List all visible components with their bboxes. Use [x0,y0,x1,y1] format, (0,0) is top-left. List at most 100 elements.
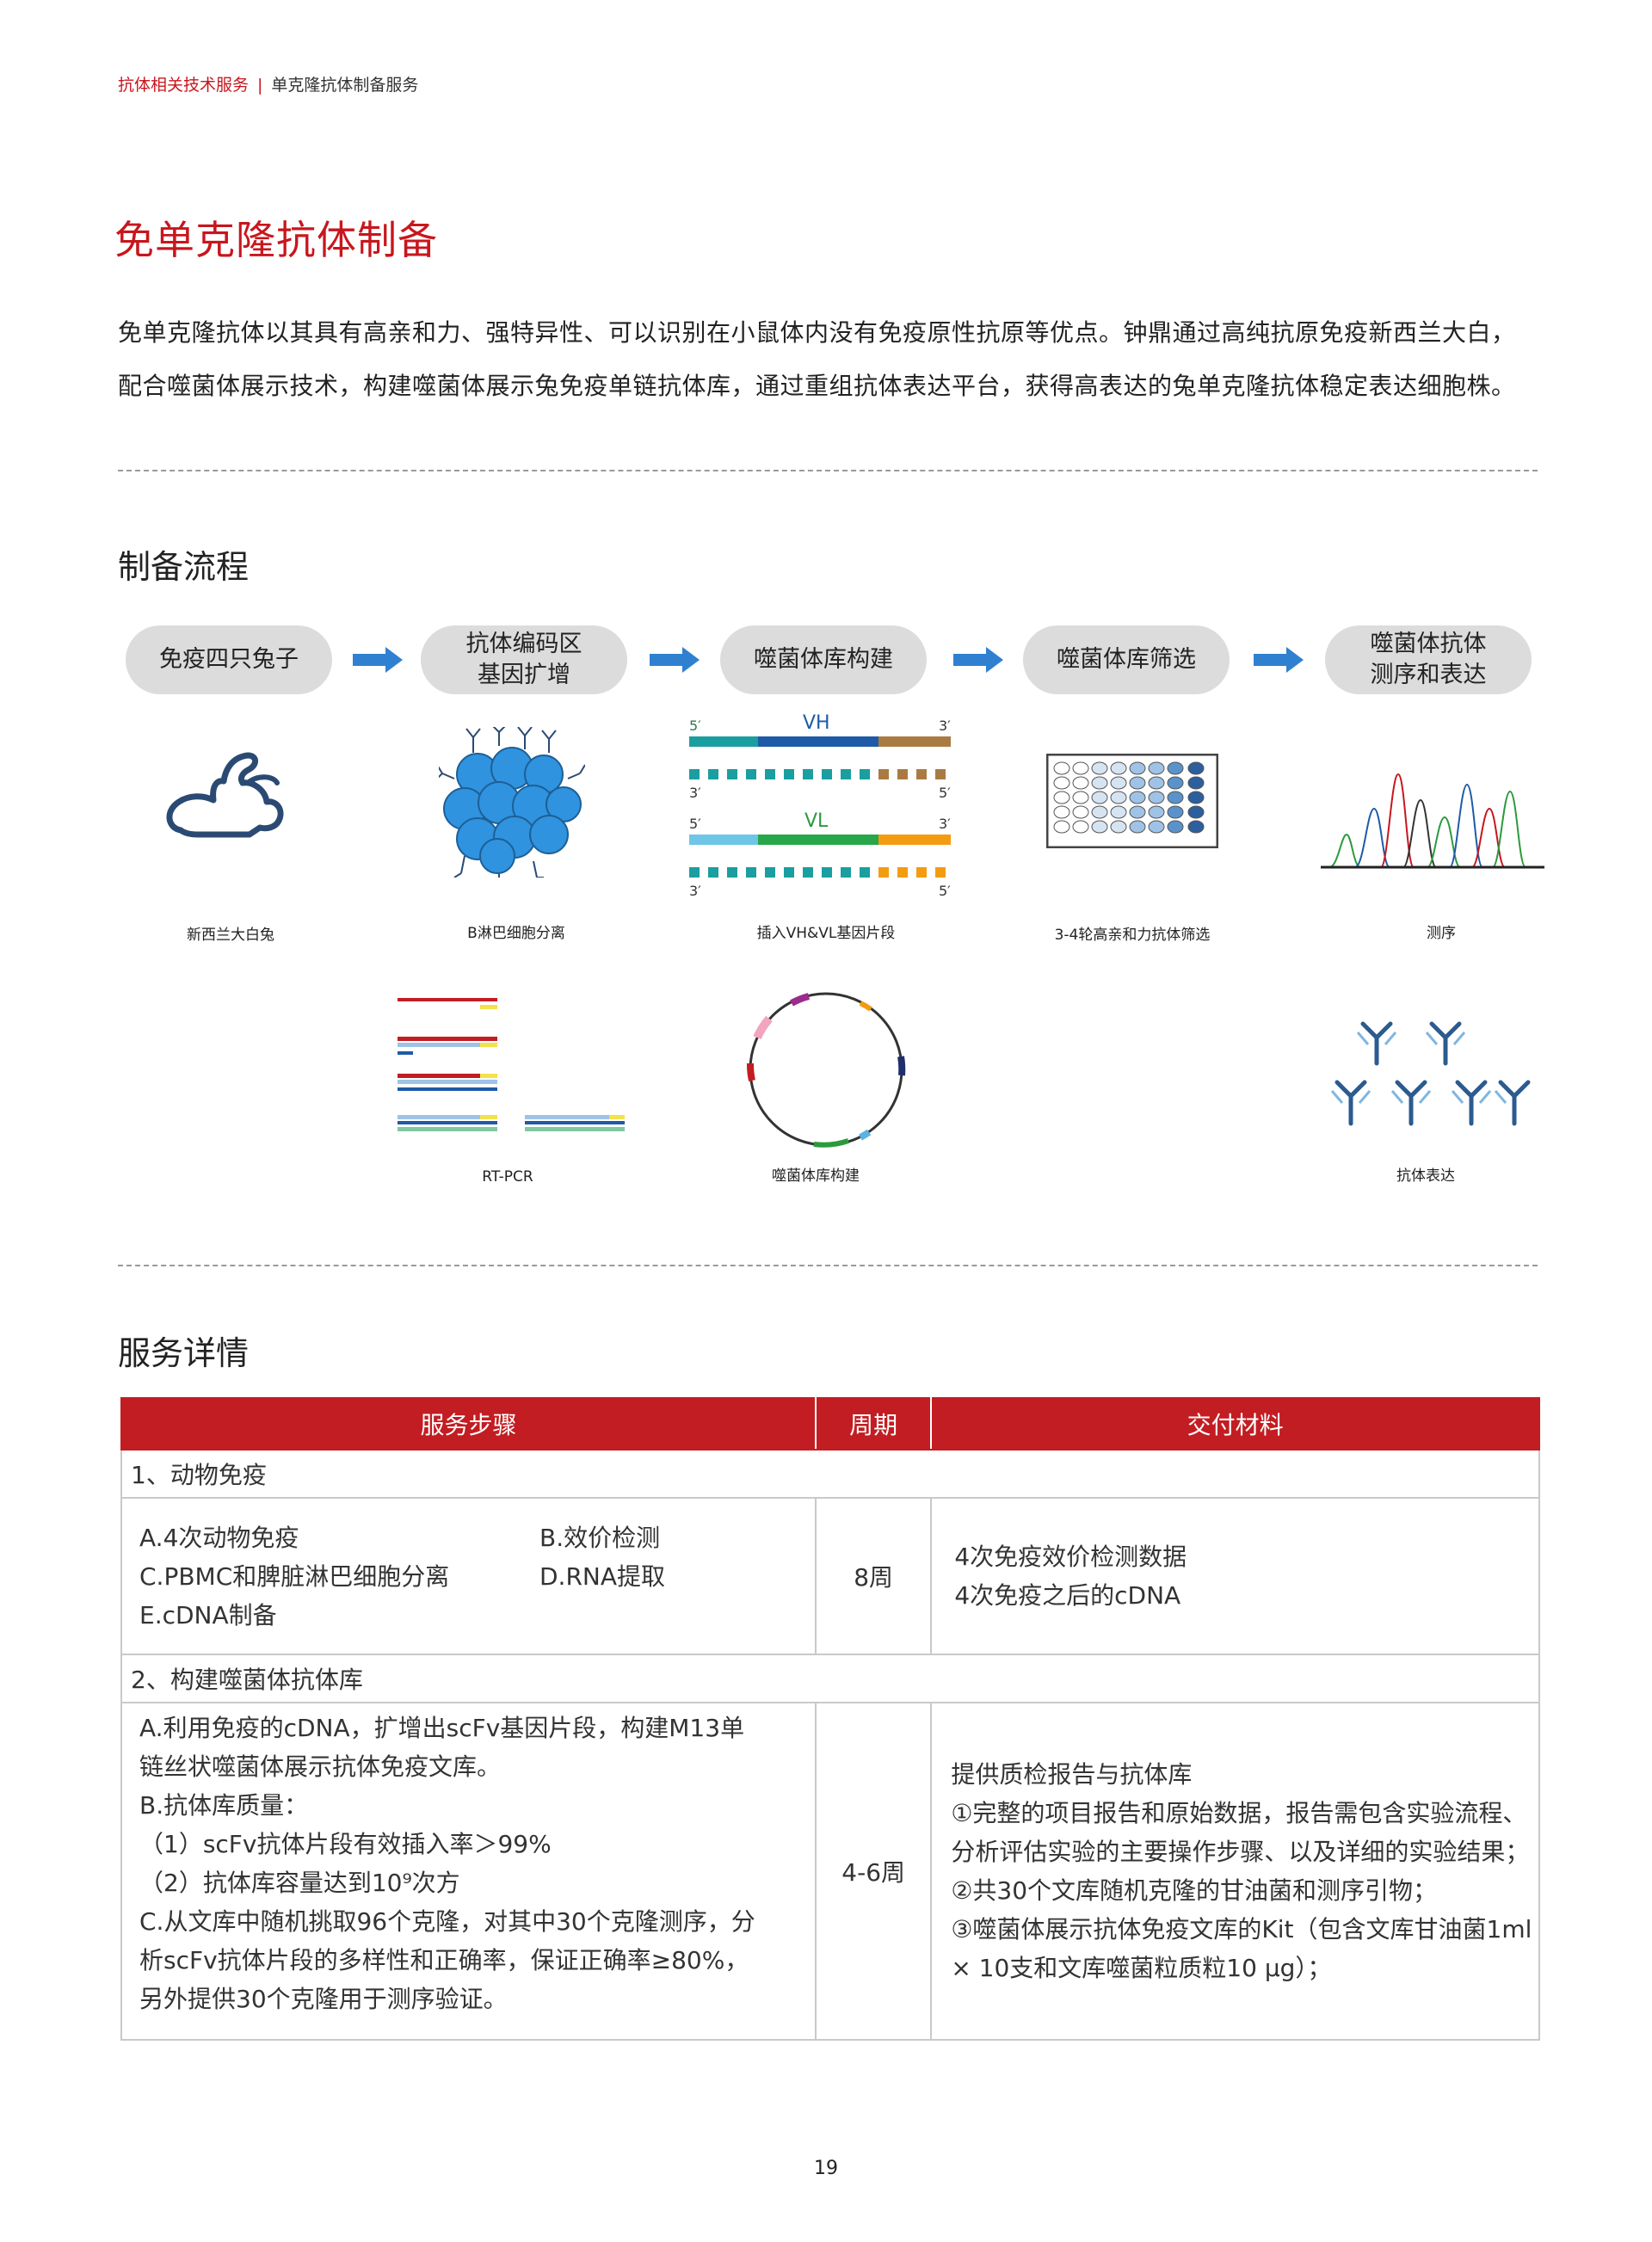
deliverable-item: 4次免疫之后的cDNA [954,1581,1181,1610]
header-deliverables: 交付材料 [930,1397,1540,1451]
deliverables-cell: 提供质检报告与抗体库 ①完整的项目报告和原始数据，报告需包含实验流程、 分析评估… [930,1702,1540,2041]
well-plate-icon [1046,754,1218,848]
sequencing-chromatogram-icon [1321,773,1544,869]
table-row: A.4次动物免疫 B.效价检测 C.PBMC和脾脏淋巴细胞分离 D.RNA提取 … [120,1497,1540,1655]
breadcrumb-current: 单克隆抗体制备服务 [271,76,419,95]
step-item: B.抗体库质量： [139,1791,309,1820]
deliverable-item: 提供质检报告与抗体库 [951,1760,1193,1789]
caption-insert: 插入VH&VL基因片段 [756,925,896,942]
step-pill: 噬菌体抗体 测序和表达 [1325,625,1532,694]
intro-paragraph: 免单克隆抗体以其具有高亲和力、强特异性、可以识别在小鼠体内没有免疫原性抗原等优点… [118,306,1546,413]
gene-segment [689,835,758,845]
group-title: 2、构建噬菌体抗体库 [120,1654,1540,1703]
caption-rtpcr: RT-PCR [482,1168,533,1186]
process-heading: 制备流程 [118,548,250,586]
service-table: 服务步骤 周期 交付材料 1、动物免疫 A.4次动物免疫 B.效价检测 C.PB… [120,1397,1540,2041]
prime-label: 5′ [689,816,701,832]
step-pill: 噬菌体库构建 [720,625,927,694]
deliverable-item: ①完整的项目报告和原始数据，报告需包含实验流程、 [951,1799,1527,1827]
antibody-expression-icon [1330,1021,1531,1126]
step-label: 噬菌体库筛选 [1057,646,1196,673]
step-item: C.PBMC和脾脏淋巴细胞分离 [139,1561,450,1591]
arrow-right-icon [353,647,403,673]
step-item: A.利用免疫的cDNA，扩增出scFv基因片段，构建M13单 [139,1714,745,1742]
period-cell: 4-6周 [814,1702,933,2041]
step-item: B.效价检测 [539,1523,661,1552]
step-item: （2）抗体库容量达到10⁹次方 [139,1869,460,1897]
breadcrumb-section[interactable]: 抗体相关技术服务 [118,76,250,95]
vh-vl-fragments: 5′ VH 3′ 3′ 5′ 5′ VL 3′ 3′ 5′ [684,712,959,903]
deliverable-item: ③噬菌体展示抗体免疫文库的Kit（包含文库甘油菌1ml [951,1915,1532,1943]
steps-cell: A.利用免疫的cDNA，扩增出scFv基因片段，构建M13单 链丝状噬菌体展示抗… [120,1702,817,2041]
breadcrumb: 抗体相关技术服务 | 单克隆抗体制备服务 [118,72,418,95]
gene-segment [689,736,758,747]
step-label: 抗体编码区 基因扩增 [465,631,583,688]
prime-label: 5′ [689,718,701,734]
step-item: E.cDNA制备 [139,1600,277,1629]
gene-segment [878,835,951,845]
prime-label: 5′ [939,883,951,899]
step-item: D.RNA提取 [539,1561,666,1591]
step-item: 另外提供30个克隆用于测序验证。 [139,1985,508,2013]
step-pill: 噬菌体库筛选 [1023,625,1230,694]
step-item: 析scFv抗体片段的多样性和正确率，保证正确率≥80%， [139,1946,749,1974]
table-row: A.利用免疫的cDNA，扩增出scFv基因片段，构建M13单 链丝状噬菌体展示抗… [120,1702,1540,2041]
page-title: 免单克隆抗体制备 [114,217,438,263]
rt-pcr-diagram [396,998,628,1144]
step-item: C.从文库中随机挑取96个克隆，对其中30个克隆测序，分 [139,1907,755,1936]
step-label: 噬菌体抗体 测序和表达 [1370,631,1487,688]
deliverable-item: 4次免疫效价检测数据 [954,1543,1187,1571]
caption-screen: 3-4轮高亲和力抗体筛选 [1054,927,1211,944]
caption-phage: 噬菌体库构建 [772,1167,860,1185]
rabbit-icon [166,752,284,838]
page-number: 19 [814,2158,838,2179]
vh-label: VH [803,712,830,734]
deliverable-item: × 10支和文库噬菌粒质粒10 μg）； [951,1954,1332,1982]
step-pill: 抗体编码区 基因扩增 [421,625,627,694]
table-header-row: 服务步骤 周期 交付材料 [120,1397,1540,1451]
caption-expr: 抗体表达 [1396,1167,1455,1185]
header-steps: 服务步骤 [120,1397,817,1451]
header-period: 周期 [814,1397,933,1451]
group-title: 1、动物免疫 [120,1449,1540,1499]
step-label: 免疫四只兔子 [159,646,299,673]
step-item: （1）scFv抗体片段有效插入率＞99% [139,1830,552,1858]
divider [118,470,1538,471]
deliverable-item: 分析评估实验的主要操作步骤、以及详细的实验结果； [951,1838,1530,1866]
step-item: A.4次动物免疫 [139,1523,299,1552]
caption-bcell: B淋巴细胞分离 [467,925,565,942]
caption-seq: 测序 [1427,925,1456,942]
breadcrumb-separator: | [257,76,263,95]
arrow-right-icon [1254,647,1304,673]
steps-cell: A.4次动物免疫 B.效价检测 C.PBMC和脾脏淋巴细胞分离 D.RNA提取 … [120,1497,817,1655]
divider [118,1265,1538,1266]
vl-label: VL [804,810,829,832]
period-cell: 8周 [814,1497,933,1655]
step-item: 链丝状噬菌体展示抗体免疫文库。 [139,1752,502,1781]
table-row: 2、构建噬菌体抗体库 [120,1654,1540,1703]
arrow-right-icon [650,647,700,673]
phagemid-plasmid-icon [747,992,906,1148]
gene-segment [758,835,878,845]
gene-strand-dashed [689,867,878,878]
prime-label: 3′ [689,883,701,899]
deliverable-item: ②共30个文库随机克隆的甘油菌和测序引物； [951,1876,1438,1905]
intro-line: 配合噬菌体展示技术，构建噬菌体展示兔免疫单链抗体库，通过重组抗体表达平台，获得高… [118,372,1516,400]
prime-label: 5′ [939,785,951,801]
step-label: 噬菌体库构建 [754,646,893,673]
gene-strand-dashed [878,867,951,878]
b-cell-cluster-icon [439,727,585,878]
table-row: 1、动物免疫 [120,1449,1540,1499]
prime-label: 3′ [689,785,701,801]
gene-strand-dashed [878,769,951,779]
deliverables-cell: 4次免疫效价检测数据 4次免疫之后的cDNA [930,1497,1540,1655]
gene-segment [878,736,951,747]
intro-line: 免单克隆抗体以其具有高亲和力、强特异性、可以识别在小鼠体内没有免疫原性抗原等优点… [118,318,1516,347]
arrow-right-icon [953,647,1003,673]
prime-label: 3′ [939,718,951,734]
step-pill: 免疫四只兔子 [126,625,332,694]
caption-rabbit: 新西兰大白兔 [187,927,274,944]
service-heading: 服务详情 [118,1334,250,1372]
prime-label: 3′ [939,816,951,832]
gene-segment [758,736,878,747]
